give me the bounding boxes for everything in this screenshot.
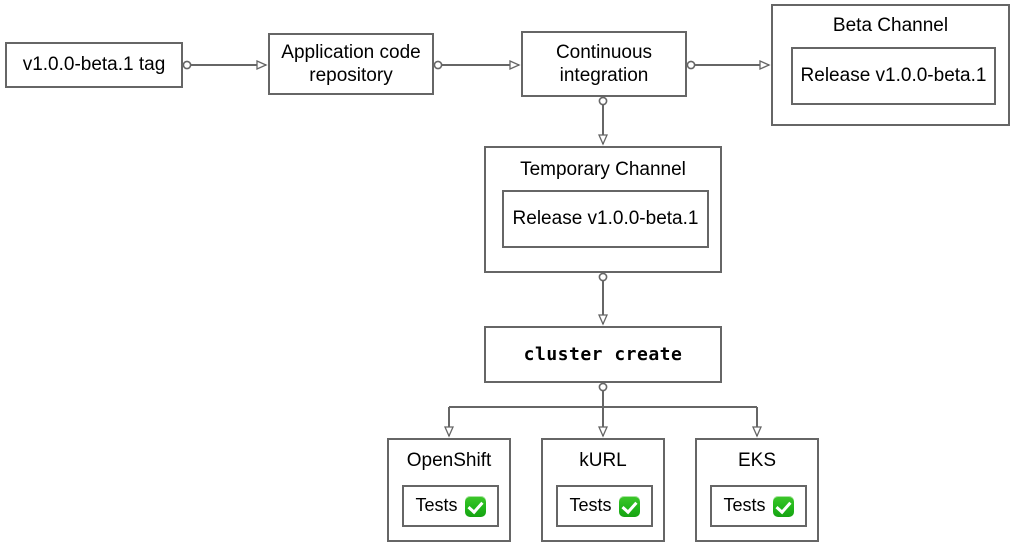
- node-platform-kurl-title: kURL: [579, 450, 627, 471]
- node-beta-channel[interactable]: Beta Channel Release v1.0.0-beta.1: [771, 4, 1010, 126]
- tests-label: Tests: [569, 495, 612, 516]
- node-continuous-integration-label: Continuous integration: [555, 41, 653, 86]
- node-temporary-channel-title: Temporary Channel: [520, 159, 686, 180]
- edge-source-dot: [598, 96, 608, 106]
- node-platform-openshift-title: OpenShift: [406, 450, 492, 471]
- node-version-tag[interactable]: v1.0.0-beta.1 tag: [5, 42, 183, 88]
- node-temporary-channel[interactable]: Temporary Channel Release v1.0.0-beta.1: [484, 146, 722, 273]
- node-version-tag-label: v1.0.0-beta.1 tag: [22, 54, 166, 76]
- green-check-icon: [464, 495, 486, 517]
- node-beta-channel-release[interactable]: Release v1.0.0-beta.1: [791, 47, 996, 105]
- node-platform-eks-title: EKS: [737, 450, 777, 471]
- node-platform-openshift[interactable]: OpenShift Tests: [387, 438, 511, 542]
- green-check-icon: [618, 495, 640, 517]
- edge-source-dot: [598, 272, 608, 282]
- node-platform-kurl-tests[interactable]: Tests: [556, 485, 653, 527]
- node-cluster-create[interactable]: cluster create: [484, 326, 722, 383]
- node-continuous-integration[interactable]: Continuous integration: [521, 31, 687, 97]
- node-beta-channel-title: Beta Channel: [832, 15, 949, 36]
- node-beta-channel-release-label: Release v1.0.0-beta.1: [800, 64, 987, 86]
- node-application-code-repository-label: Application code repository: [281, 41, 421, 86]
- green-check-icon: [772, 495, 794, 517]
- tests-label: Tests: [415, 495, 458, 516]
- node-platform-openshift-tests[interactable]: Tests: [402, 485, 499, 527]
- node-platform-eks[interactable]: EKS Tests: [695, 438, 819, 542]
- edge-source-dot: [182, 60, 192, 70]
- node-platform-kurl[interactable]: kURL Tests: [541, 438, 665, 542]
- node-cluster-create-label: cluster create: [523, 343, 683, 365]
- node-application-code-repository[interactable]: Application code repository: [268, 33, 434, 95]
- node-platform-eks-tests[interactable]: Tests: [710, 485, 807, 527]
- edge-source-dot: [686, 60, 696, 70]
- node-temporary-channel-release-label: Release v1.0.0-beta.1: [512, 207, 699, 229]
- edge-source-dot: [598, 382, 608, 392]
- tests-label: Tests: [723, 495, 766, 516]
- edge-source-dot: [433, 60, 443, 70]
- node-temporary-channel-release[interactable]: Release v1.0.0-beta.1: [502, 190, 709, 248]
